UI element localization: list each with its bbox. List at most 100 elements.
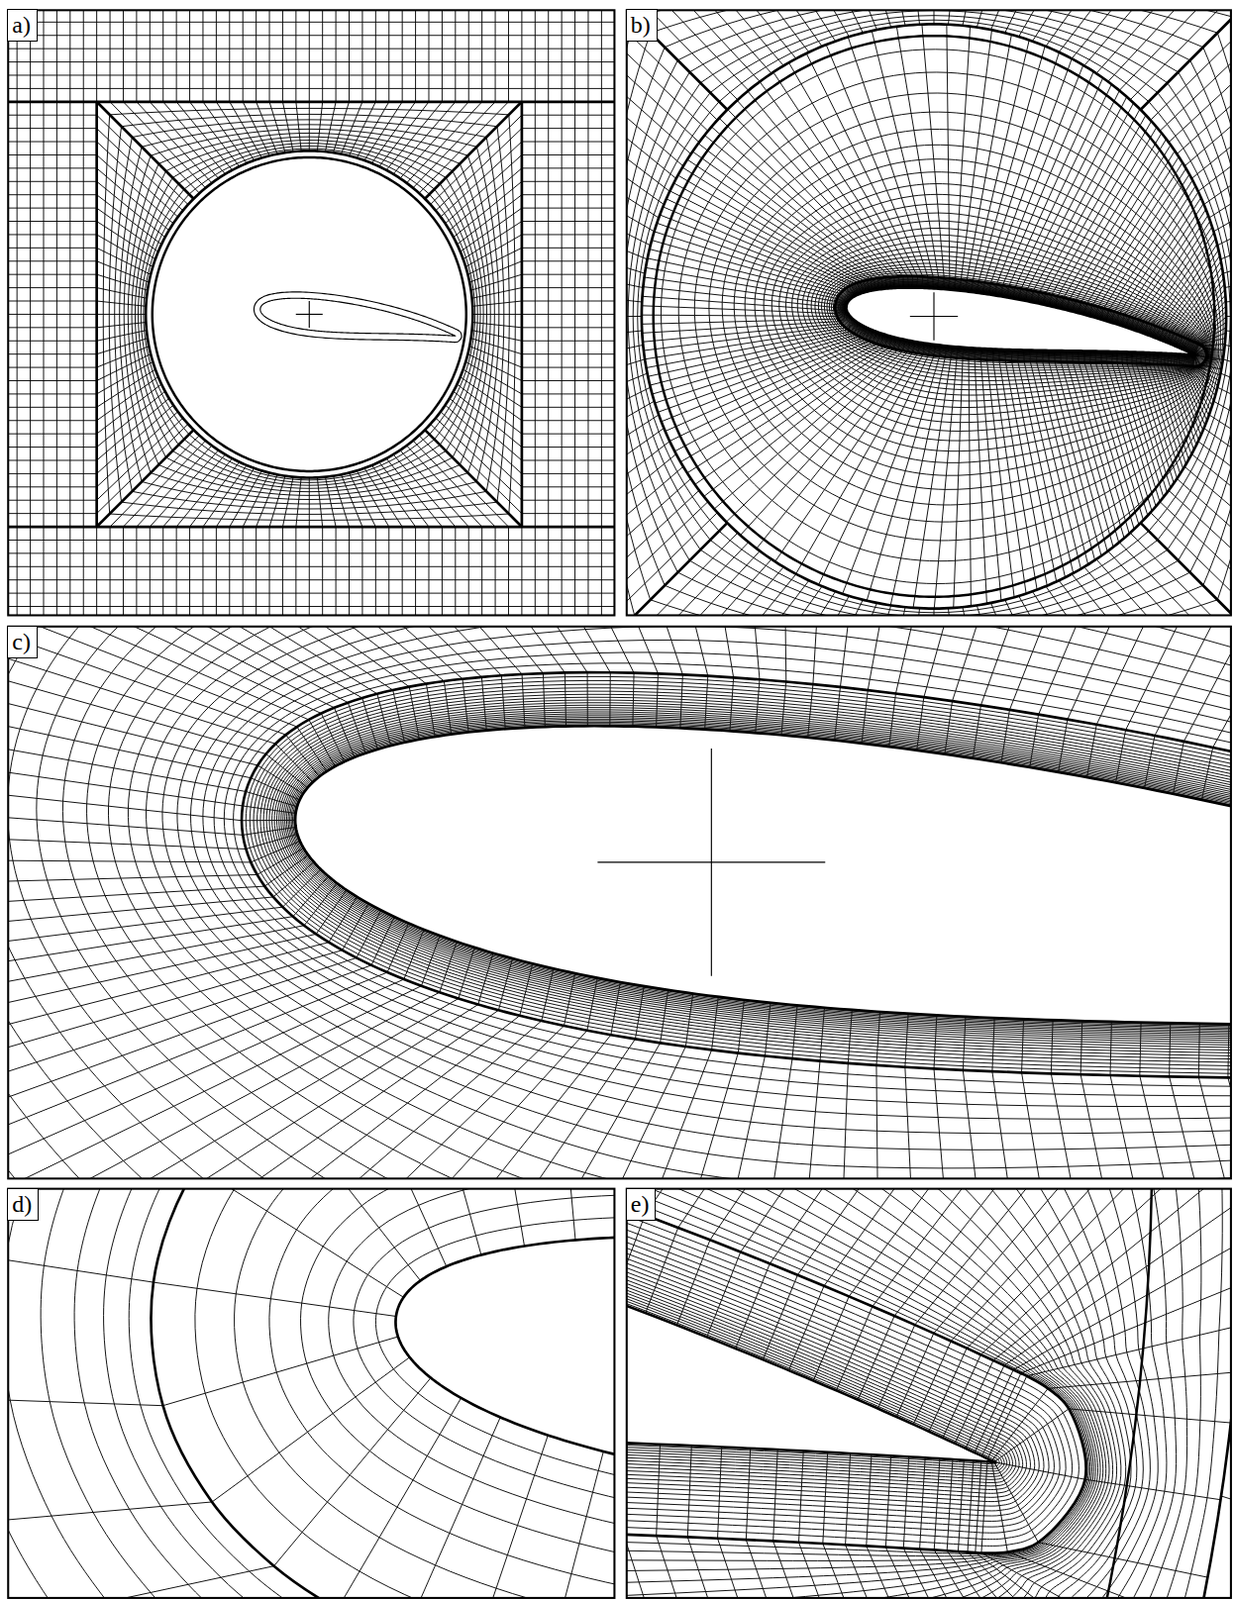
o-grid-ring-line — [7, 626, 1232, 1180]
airfoil-offset — [253, 292, 462, 343]
outer-grid-line — [414, 526, 416, 616]
outer-grid-line — [7, 579, 615, 581]
outer-grid-line — [7, 220, 97, 222]
outer-grid-line — [7, 274, 97, 276]
o-grid-ray-line — [1111, 186, 1196, 323]
o-grid-ray-line — [626, 1189, 1101, 1264]
o-grid-ray-line — [866, 1454, 1076, 1599]
outer-grid-line — [402, 526, 404, 616]
airfoil-outline — [626, 1189, 996, 1463]
o-grid-ring-line — [626, 1189, 1151, 1599]
o-grid-ray-line — [654, 326, 865, 404]
outer-grid-line — [7, 301, 97, 303]
o-grid-ray-line — [7, 929, 424, 1180]
o-grid-ray-line — [1083, 156, 1179, 314]
outer-ring-line — [7, 1189, 615, 1599]
outer-grid-line — [7, 21, 615, 23]
outer-grid-line — [255, 526, 257, 616]
panel-frame — [7, 1189, 615, 1599]
o-grid-ray-line — [647, 321, 857, 377]
outer-grid-line — [7, 459, 97, 461]
o-grid-ray-line — [678, 175, 865, 293]
outer-grid-line — [521, 419, 616, 421]
outer-grid-line — [96, 526, 98, 616]
o-grid-ring-line — [626, 1189, 1044, 1512]
interface-circle-inner-line — [7, 1189, 615, 1599]
pivot-cross — [910, 292, 958, 340]
outer-grid-line — [109, 526, 111, 616]
o-grid-ring-line — [626, 1189, 1035, 1503]
mesh-panel — [7, 1189, 615, 1599]
boundary-layer-block — [241, 672, 1232, 1100]
o-grid-ray-line — [953, 347, 964, 609]
outer-grid-line — [418, 435, 509, 527]
outer-ring-line — [626, 1189, 1232, 1599]
o-grid-ray-line — [7, 910, 381, 1179]
o-grid-ray-line — [714, 338, 901, 510]
block-boundary-line — [1140, 522, 1232, 616]
outer-grid-line — [521, 181, 616, 183]
o-grid-ray-line — [649, 249, 848, 303]
outer-grid-line — [521, 407, 616, 409]
outer-grid-line — [574, 102, 576, 527]
o-grid-ray-line — [994, 1462, 1208, 1578]
o-grid-ray-line — [999, 349, 1037, 591]
o-grid-ray-line — [885, 1455, 1091, 1599]
o-grid-ring-line — [291, 721, 1232, 1050]
outer-grid-line — [228, 526, 230, 616]
o-grid-ray-line — [953, 26, 970, 291]
o-grid-ray-line — [959, 29, 992, 291]
o-grid-ray-line — [954, 1189, 1232, 1444]
outer-grid-line — [7, 260, 97, 262]
o-grid-ray-line — [819, 343, 931, 585]
o-grid-ring-line — [266, 697, 1232, 1075]
o-grid-ray-line — [1140, 352, 1178, 479]
outer-grid-line — [441, 526, 443, 616]
outer-grid-line — [601, 9, 603, 102]
o-grid-ring-line — [763, 184, 1213, 452]
interface-circle-line — [7, 1189, 615, 1599]
o-grid-ray-line — [7, 626, 300, 801]
panel-label-box: b) — [625, 8, 658, 42]
outer-grid-line — [215, 526, 217, 616]
outer-ring-line — [7, 1189, 615, 1599]
block-boundary-line — [95, 102, 99, 527]
o-grid-ring-line — [626, 1189, 1118, 1599]
o-grid-ring-line — [162, 626, 1232, 1169]
o-grid-ray-line — [505, 1003, 771, 1180]
o-grid-ray-line — [991, 1462, 1199, 1599]
o-grid-ring-line — [7, 626, 1232, 1180]
outer-grid-line — [587, 102, 589, 527]
o-grid-ray-line — [968, 347, 971, 607]
outer-ring-line — [7, 1189, 615, 1599]
outer-grid-line — [176, 526, 178, 616]
o-grid-ring-line — [276, 708, 1231, 1066]
outer-ring-line — [626, 1189, 1232, 1599]
interface-circle — [641, 23, 1227, 609]
o-grid-ray-line — [7, 982, 620, 1179]
o-grid-ring — [626, 1189, 1223, 1599]
o-grid-ray-line — [7, 947, 475, 1179]
o-grid-ray-line — [905, 1014, 963, 1180]
outer-grid-line — [521, 127, 616, 129]
o-grid-ring-line — [626, 1189, 1093, 1588]
pivot-cross-line — [308, 301, 310, 328]
o-grid-ray — [7, 1189, 615, 1599]
outer-grid-line — [7, 207, 97, 209]
o-grid-ring-line — [128, 1189, 615, 1599]
mesh-panel — [626, 1189, 1232, 1599]
outer-grid-line — [7, 486, 97, 488]
o-grid-ray-line — [944, 626, 1232, 755]
outer-grid-line — [521, 207, 616, 209]
outer-grid-line — [495, 526, 497, 616]
block-boundary-line — [97, 429, 195, 527]
outer-grid-line — [1204, 427, 1232, 507]
o-grid-ray-line — [199, 626, 658, 728]
o-grid-ring-line — [103, 1189, 616, 1599]
outer-grid-line — [521, 141, 616, 143]
o-grid-ray — [641, 24, 1227, 610]
o-grid-ring-line — [660, 49, 1224, 585]
o-grid-ray-line — [7, 1189, 397, 1318]
outer-grid-line — [109, 435, 200, 527]
outer-grid-line — [7, 61, 615, 63]
